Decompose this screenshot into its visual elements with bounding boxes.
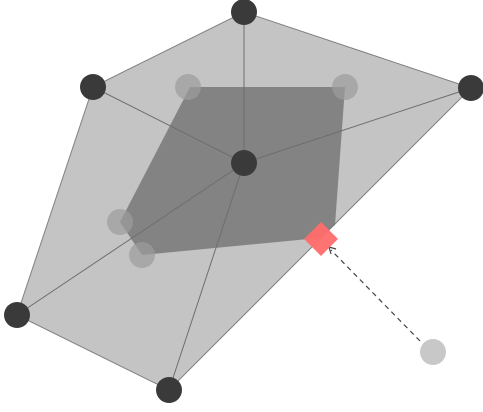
ghost-vertex[interactable] xyxy=(175,74,201,100)
ghost-vertices xyxy=(107,74,358,268)
hull-vertex[interactable] xyxy=(4,302,30,328)
ghost-vertex[interactable] xyxy=(332,74,358,100)
spoke-line-left xyxy=(16,162,245,316)
arrow-head-icon xyxy=(328,246,337,255)
ghost-vertex[interactable] xyxy=(107,209,133,235)
hull-vertex[interactable] xyxy=(80,74,106,100)
spoke-line-bottom xyxy=(168,162,245,391)
drag-arrow xyxy=(328,246,421,342)
hull-vertices xyxy=(4,0,483,403)
spoke-line-upper-left xyxy=(92,86,245,164)
ghost-vertex[interactable] xyxy=(129,242,155,268)
hull-vertex[interactable] xyxy=(231,0,257,25)
dashed-arrow-line xyxy=(330,249,421,342)
diamond-marker-icon[interactable] xyxy=(304,222,338,256)
hull-vertex[interactable] xyxy=(156,377,182,403)
hull-vertex[interactable] xyxy=(458,75,483,101)
spoke-line-right xyxy=(243,87,472,164)
outside-point[interactable] xyxy=(420,339,446,365)
center-vertex[interactable] xyxy=(231,150,257,176)
spoke-lines xyxy=(16,12,472,391)
